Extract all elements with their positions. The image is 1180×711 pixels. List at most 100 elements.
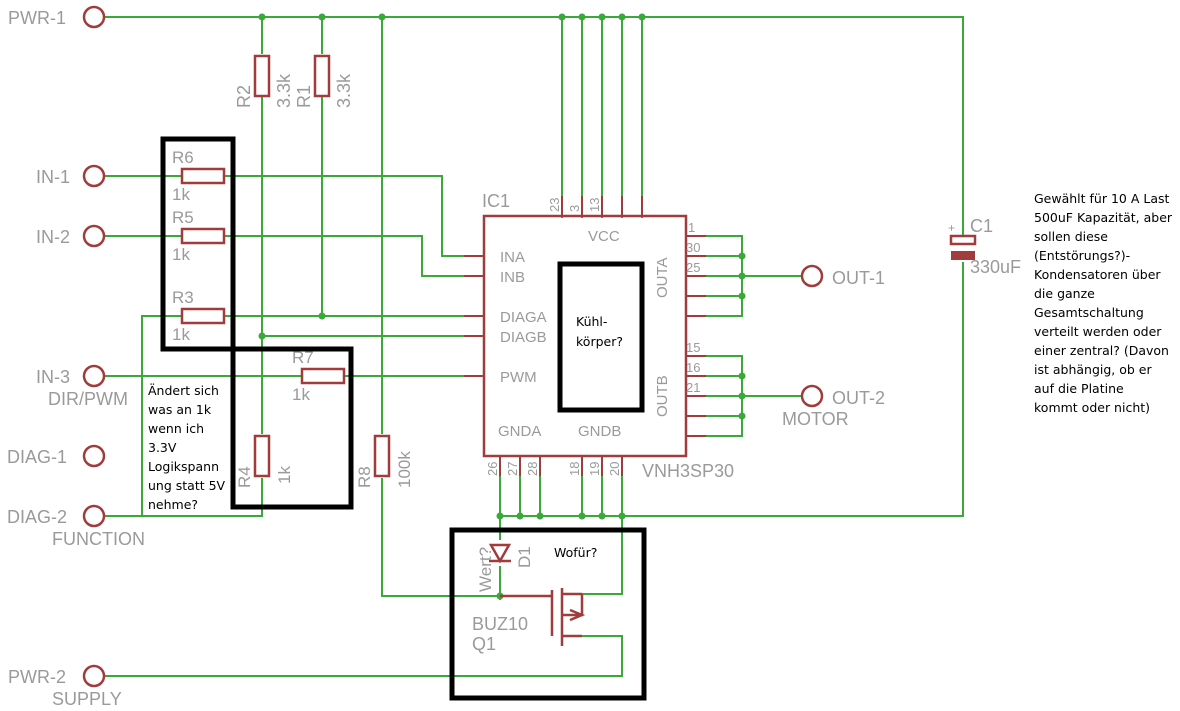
- resistor-value: 100k: [395, 451, 414, 488]
- port-label: IN-1: [36, 167, 70, 187]
- resistor-name: R1: [294, 85, 314, 108]
- resistor-r8: [373, 434, 391, 478]
- ic-pin-stubs: [686, 235, 706, 437]
- ic-pin-number: 18: [567, 462, 582, 476]
- port-label: OUT-2: [832, 388, 885, 408]
- resistor-value: 1k: [172, 245, 190, 264]
- ic-body: [482, 214, 688, 458]
- capacitor-value: 330uF: [970, 257, 1021, 277]
- ic-pin-number: 27: [505, 462, 520, 476]
- port-label: IN-3: [36, 367, 70, 387]
- port-sublabel: DIR/PWM: [48, 389, 128, 409]
- port-pwr2: [82, 664, 106, 688]
- junction-dot: [598, 512, 606, 520]
- ic-pin-label: DIAGB: [500, 329, 547, 346]
- wire-cap-ground: [500, 262, 964, 517]
- ic-name: IC1: [482, 191, 510, 211]
- junction-dot: [578, 512, 586, 520]
- ic-pin-label: INA: [500, 249, 525, 266]
- port-sublabel: MOTOR: [782, 409, 849, 429]
- ic-pin-stubs: [464, 255, 484, 377]
- resistor-r6: [180, 167, 226, 185]
- ic-pin-number: 25: [686, 260, 700, 275]
- ic-pin-stubs: [499, 456, 623, 476]
- port-in2: [82, 224, 106, 248]
- resistor-name: R3: [172, 288, 194, 307]
- ic-pin-number: 26: [485, 462, 500, 476]
- resistor-value: 1k: [172, 325, 190, 344]
- wire-r8: [381, 17, 500, 597]
- mosfet-q1: BUZ10 Q1: [472, 588, 586, 654]
- diode-name: D1: [515, 546, 534, 568]
- ic-pin-number: 1: [688, 220, 695, 235]
- port-label: DIAG-2: [7, 507, 67, 527]
- resistor-r7: [300, 367, 346, 385]
- junction-dot: [496, 512, 504, 520]
- junction-dot: [258, 13, 266, 21]
- port-label: PWR-1: [8, 8, 66, 28]
- annotation-box-level: [230, 346, 354, 510]
- port-sublabel: FUNCTION: [52, 529, 145, 549]
- junction-dot: [378, 13, 386, 21]
- junction-dot: [738, 412, 746, 420]
- diode-value: Wert?: [476, 547, 495, 592]
- ic-pin-number: 16: [686, 360, 700, 375]
- resistor-name: R6: [172, 148, 194, 167]
- port-label: OUT-1: [832, 268, 885, 288]
- resistor-r2: [253, 54, 271, 98]
- resistor-r3: [180, 307, 226, 325]
- ic-pin-label: INB: [500, 269, 525, 286]
- resistor-r4: [253, 434, 271, 478]
- ic-pin-number: 28: [525, 462, 540, 476]
- annotation-box-heatsink: [557, 261, 645, 413]
- resistor-r5: [180, 227, 226, 245]
- ic-pin-label: PWM: [500, 369, 537, 386]
- annotation-diode-text: Wofür?: [554, 545, 597, 560]
- capacitor-plate-positive: [949, 234, 977, 246]
- port-pwr1: [82, 5, 106, 29]
- annotation-heatsink-text: Kühl- körper?: [576, 314, 623, 349]
- junction-dot: [516, 512, 524, 520]
- annotation-capacitor-text: Gewählt für 10 A Last 500uF Kapazität, a…: [1034, 191, 1176, 415]
- port-out2: [800, 384, 824, 408]
- wire-pwr1-rail: [104, 16, 964, 236]
- ic-pin-label: GNDB: [578, 423, 621, 440]
- wire-pwr2: [104, 635, 623, 677]
- capacitor-name: C1: [970, 216, 993, 236]
- resistor-value: 1k: [292, 385, 310, 404]
- ic-pin-label: DIAGA: [500, 309, 547, 326]
- ic-pin-number: 21: [686, 380, 700, 395]
- mosfet-name: Q1: [472, 634, 496, 654]
- ic-pin-number: 23: [547, 198, 562, 212]
- port-label: PWR-2: [8, 667, 66, 687]
- mosfet-part: BUZ10: [472, 614, 528, 634]
- resistor-name: R5: [172, 208, 194, 227]
- diode-symbol: [488, 543, 512, 564]
- ic-pin-label: VCC: [588, 228, 620, 245]
- ports: PWR-1 IN-1 IN-2 IN-3 DIR/PWM DIAG-1 DIAG…: [7, 5, 885, 709]
- junction-dot: [738, 272, 746, 280]
- annotation-box-input-resistors: [160, 136, 236, 352]
- annotation-level-text: Ändert sich was an 1k wenn ich 3.3V Logi…: [148, 383, 229, 512]
- port-diag2: [82, 504, 106, 528]
- ic-vnh3sp30: IC1 VNH3SP30 INA INB DIAGA DIAGB PWM VCC…: [464, 191, 734, 481]
- wire-vcc-feeds: [561, 17, 643, 218]
- ic-pin-number: 20: [607, 462, 622, 476]
- resistor-name: R7: [292, 348, 314, 367]
- resistor-name: R8: [355, 466, 374, 488]
- port-sublabel: SUPPLY: [52, 689, 122, 709]
- ic-pin-label: GNDA: [498, 423, 541, 440]
- wire-diag2: [104, 478, 263, 517]
- junction-dot: [558, 13, 566, 21]
- ic-pin-number: 30: [686, 240, 700, 255]
- port-in3: [82, 364, 106, 388]
- wire-fet-drain: [582, 516, 623, 595]
- junction-dot: [598, 13, 606, 21]
- resistor-r1: [313, 54, 331, 98]
- wire-in1: [104, 175, 484, 257]
- capacitor-c1: + C1 330uF: [948, 216, 1021, 277]
- resistor-value: 3.3k: [274, 73, 294, 108]
- junction-dot: [618, 13, 626, 21]
- capacitor-plate-negative: [951, 251, 975, 260]
- junction-dot: [738, 292, 746, 300]
